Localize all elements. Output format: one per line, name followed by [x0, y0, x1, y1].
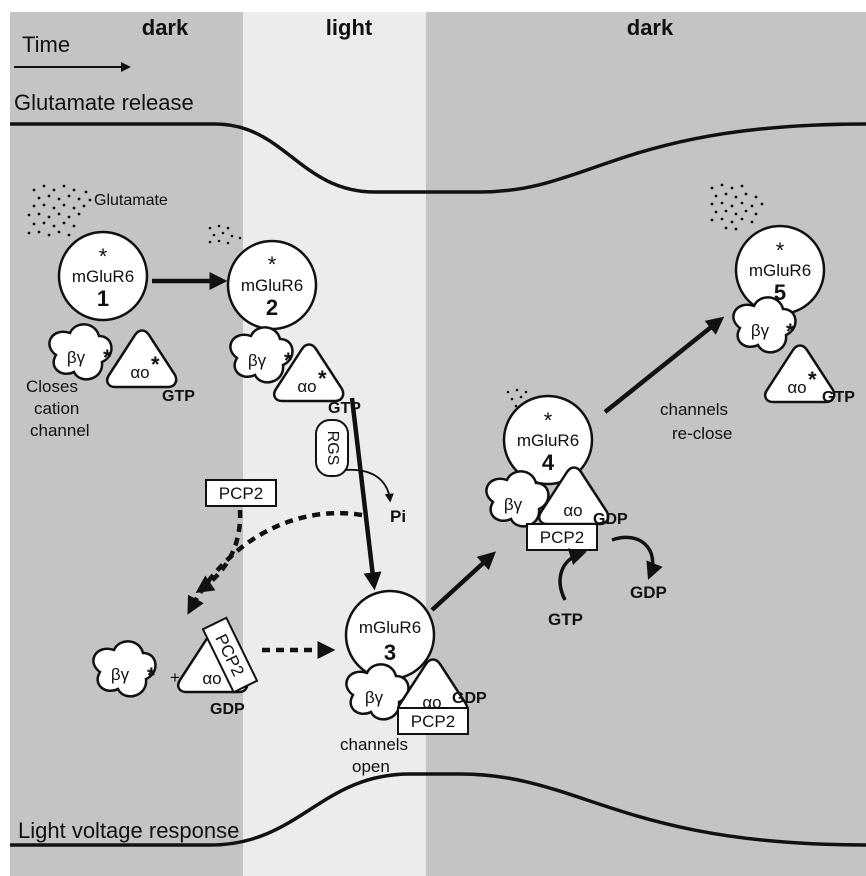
svg-text:αo: αo: [787, 378, 806, 397]
receptor-star-4: *: [544, 408, 553, 433]
svg-text:*: *: [151, 352, 160, 377]
svg-text:*: *: [103, 345, 112, 370]
alpha-o-subunit-5: αo *: [764, 344, 836, 404]
alpha-o-subunit-2: αo *: [273, 343, 345, 403]
phase-label-dark-left: dark: [142, 15, 189, 40]
pcp2-label-free: PCP2: [219, 484, 263, 503]
pi-label: Pi: [390, 507, 406, 526]
gtp-label-exchange: GTP: [548, 610, 583, 629]
svg-text:*: *: [786, 319, 795, 344]
caption-channel: channel: [30, 421, 90, 440]
gdp-label-complex: GDP: [210, 701, 245, 718]
caption-channels-open-1: channels: [340, 735, 408, 754]
receptor-label-2: mGluR6: [241, 276, 303, 295]
glutamate-dots-small-icon: [208, 224, 242, 245]
pcp2-label-state4: PCP2: [540, 528, 584, 547]
glutamate-dots-icon: [27, 184, 92, 237]
arrow-state2-to-state3: [349, 397, 382, 591]
beta-gamma-subunit-3: βγ: [345, 663, 410, 721]
gdp-label-3: GDP: [452, 690, 487, 707]
svg-text:αo: αo: [202, 669, 221, 688]
mglur6-receptor-state-4: [502, 394, 594, 486]
beta-gamma-subunit-free: βγ *: [92, 640, 157, 698]
dark-phase-right-band: [426, 12, 866, 876]
dark-phase-left-band: [10, 12, 243, 876]
caption-channels-reclose-1: channels: [660, 400, 728, 419]
gtp-in-arrow-icon: [558, 548, 588, 601]
beta-gamma-subunit-1: βγ *: [48, 323, 113, 381]
light-voltage-response-trace: [10, 772, 866, 847]
phase-label-light: light: [326, 15, 373, 40]
state-number-2: 2: [266, 295, 278, 320]
gtp-label-1: GTP: [162, 388, 195, 405]
rgs-protein: RGS: [315, 419, 349, 477]
svg-text:βγ: βγ: [67, 348, 86, 367]
gdp-label-exchange: GDP: [630, 583, 667, 602]
gtp-label-5: GTP: [822, 389, 855, 406]
svg-text:βγ: βγ: [504, 495, 523, 514]
receptor-star-1: *: [99, 244, 108, 269]
beta-gamma-subunit-4: βγ: [485, 470, 550, 528]
gtp-label-2: GTP: [328, 400, 361, 417]
glutamate-release-label: Glutamate release: [14, 90, 194, 115]
svg-text:*: *: [318, 366, 327, 391]
time-label: Time: [22, 32, 70, 57]
svg-text:*: *: [284, 348, 293, 373]
alpha-o-subunit-4: αo: [538, 466, 610, 526]
glutamate-release-trace: [10, 122, 866, 194]
svg-text:αo: αo: [130, 363, 149, 382]
svg-text:βγ: βγ: [365, 688, 384, 707]
arrow-state3-to-state4: [430, 551, 496, 612]
svg-text:αo: αo: [297, 377, 316, 396]
pcp2-label-state3: PCP2: [411, 712, 455, 731]
receptor-label-3: mGluR6: [359, 618, 421, 637]
svg-text:RGS: RGS: [324, 431, 341, 466]
pcp2-box-free: [205, 479, 277, 507]
pi-release-arrow-icon: [344, 469, 394, 503]
state-number-3: 3: [384, 640, 396, 665]
pcp2-box-state3: [397, 707, 469, 735]
svg-text:*: *: [147, 663, 156, 688]
beta-gamma-subunit-5: βγ *: [732, 296, 797, 354]
svg-text:βγ: βγ: [111, 665, 130, 684]
glutamate-label: Glutamate: [94, 192, 168, 209]
receptor-label-4: mGluR6: [517, 431, 579, 450]
alpha-o-subunit-1: αo *: [106, 329, 178, 389]
caption-closes: Closes: [26, 377, 78, 396]
gdp-label-4: GDP: [593, 511, 628, 528]
caption-channels-reclose-2: re-close: [672, 424, 732, 443]
svg-text:βγ: βγ: [751, 321, 770, 340]
svg-text:αo: αo: [563, 501, 582, 520]
phase-label-dark-right: dark: [627, 15, 674, 40]
plus-sign: +: [170, 668, 180, 687]
arrow-state4-to-state5: [603, 316, 725, 414]
gdp-out-arrow-icon: [611, 535, 663, 580]
receptor-star-2: *: [268, 252, 277, 277]
state-number-1: 1: [97, 286, 109, 311]
beta-gamma-subunit-2: βγ *: [229, 326, 294, 384]
caption-channels-open-2: open: [352, 757, 390, 776]
caption-cation: cation: [34, 399, 79, 418]
state-number-4: 4: [542, 450, 555, 475]
receptor-label-5: mGluR6: [749, 261, 811, 280]
pcp2-box-state4: [526, 523, 598, 551]
receptor-label-1: mGluR6: [72, 267, 134, 286]
svg-text:*: *: [808, 367, 817, 392]
glutamate-dots-state5-icon: [710, 183, 764, 231]
light-voltage-response-label: Light voltage response: [18, 818, 239, 843]
dashed-arrow-pcp2-to-complex: [195, 509, 243, 594]
mglur6-receptor-state-1: [57, 230, 149, 322]
receptor-star-5: *: [776, 238, 785, 263]
svg-text:βγ: βγ: [248, 351, 267, 370]
